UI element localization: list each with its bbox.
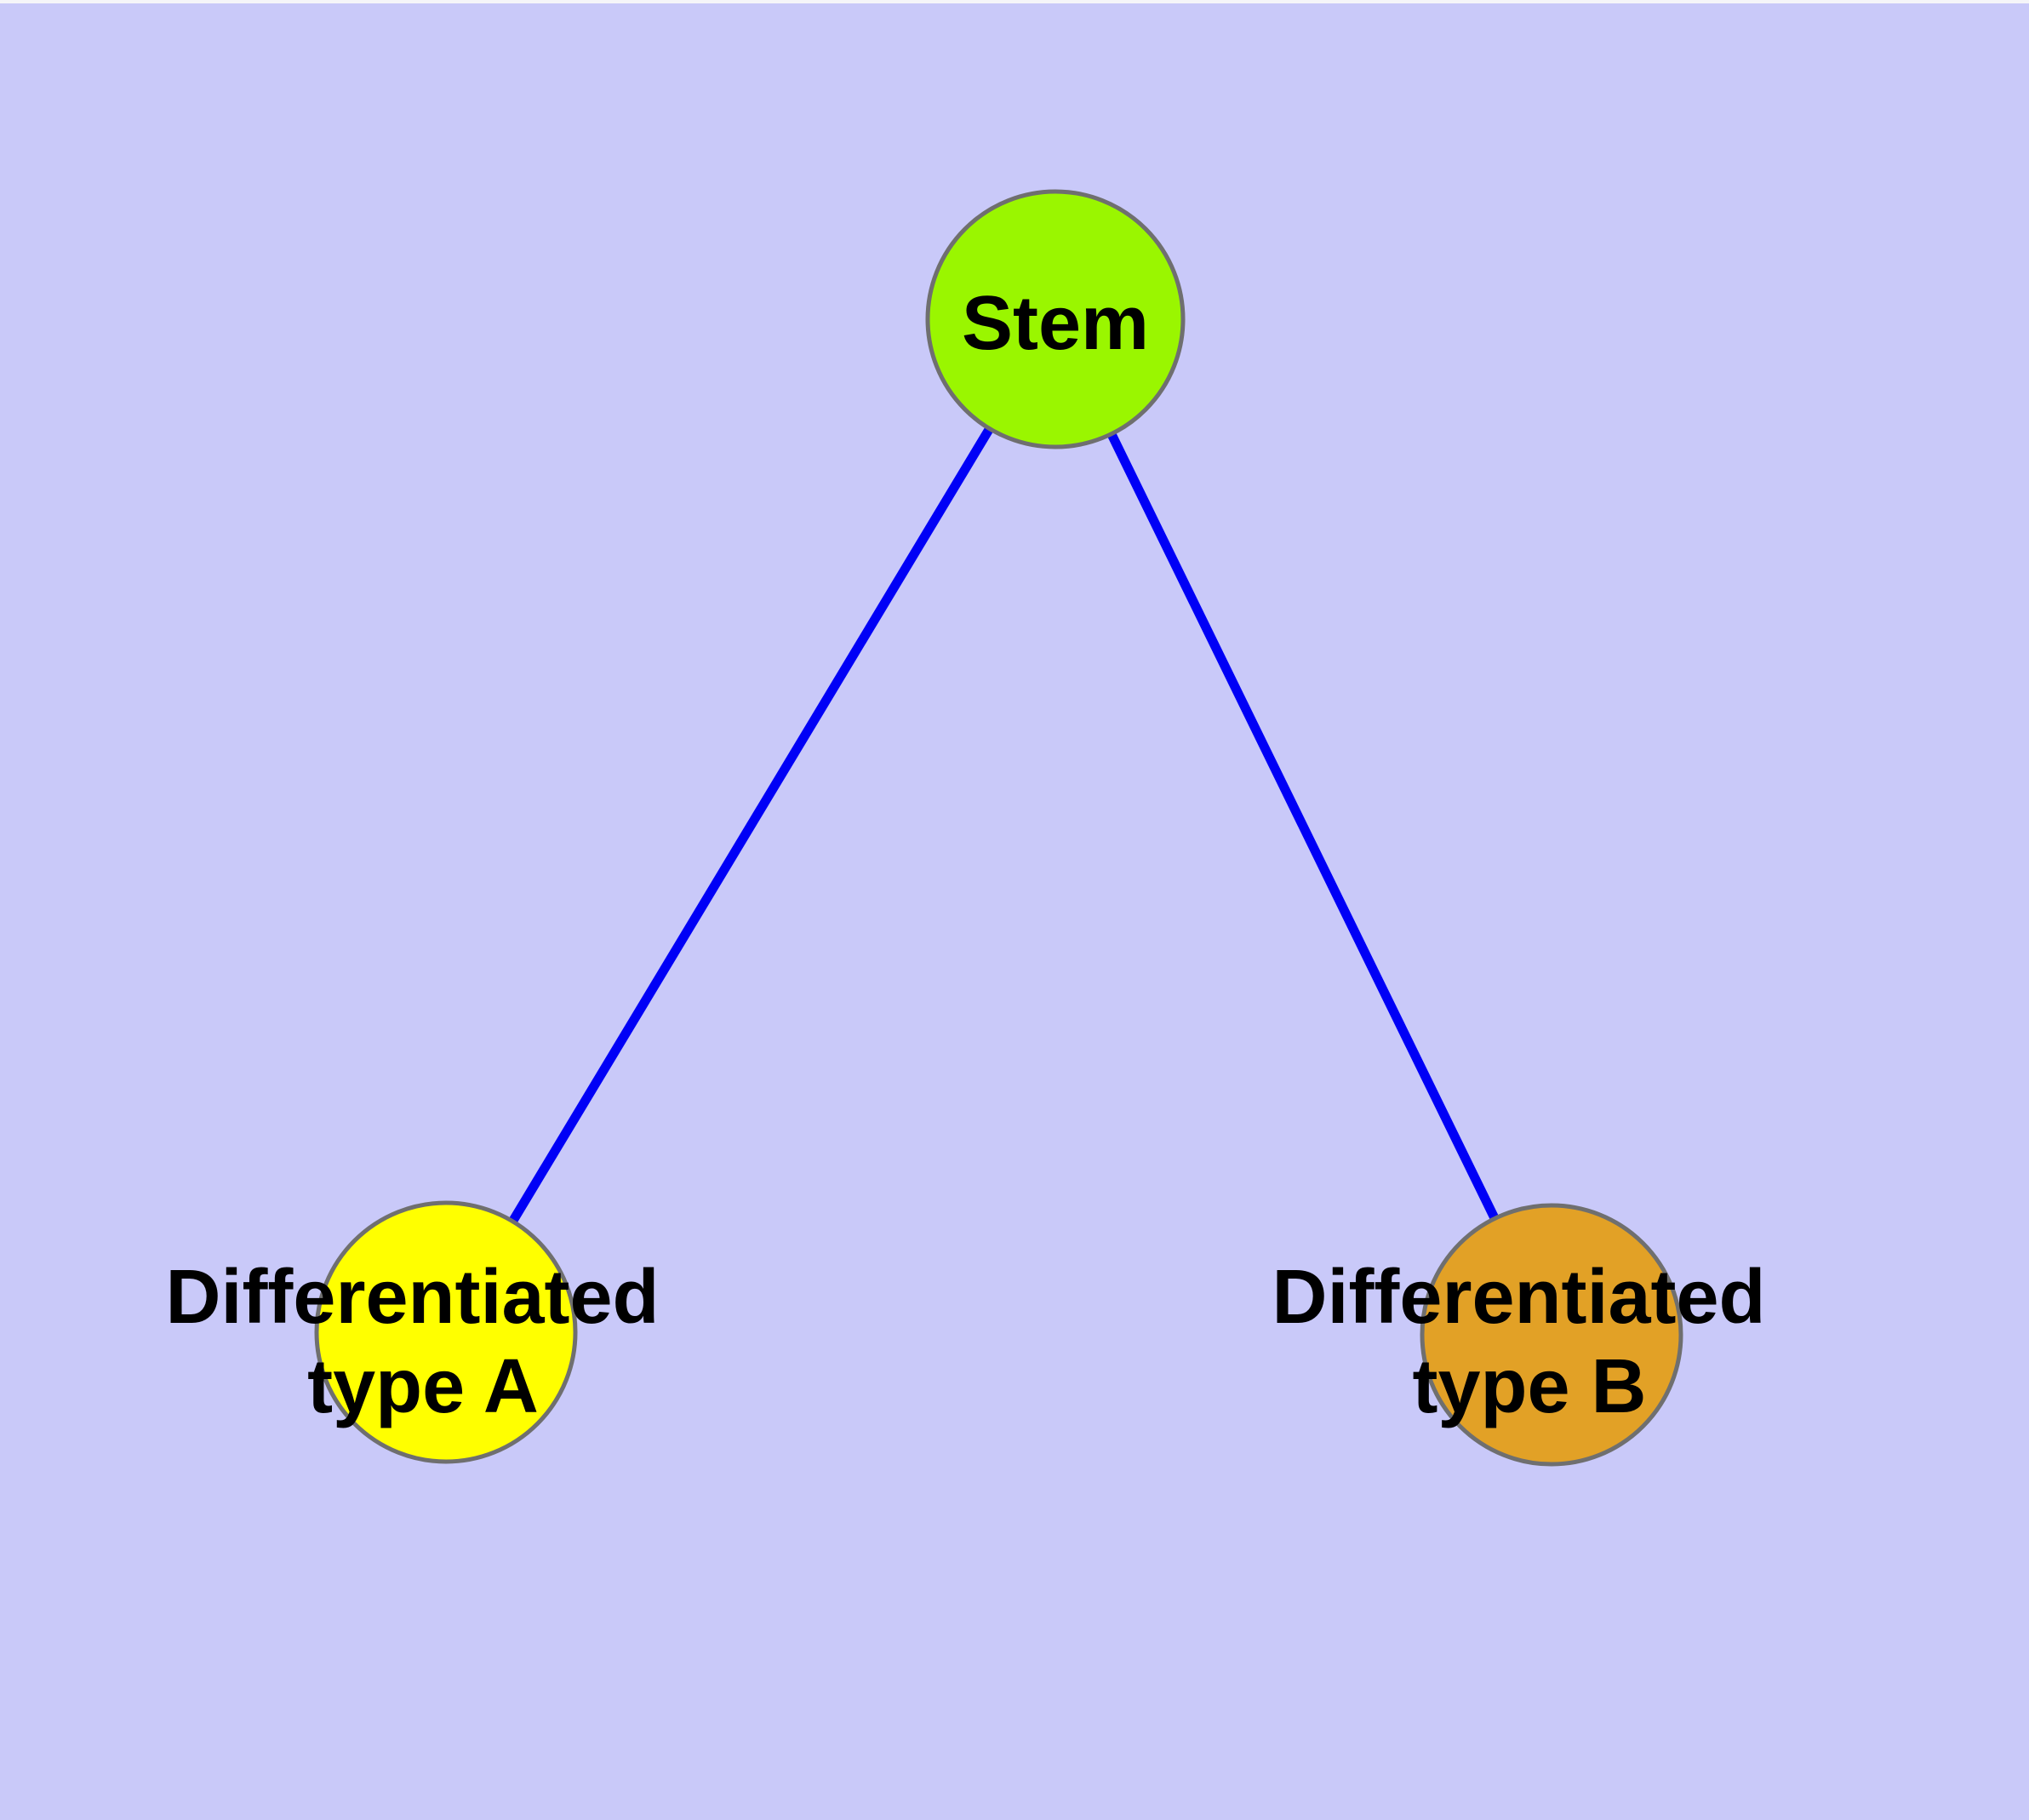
node-differentiated-type-a <box>314 1200 578 1464</box>
top-edge-highlight <box>0 0 2029 3</box>
edge-stem-to-type-a <box>442 317 1060 1335</box>
node-type-a-label: Differentiated type A <box>165 1255 680 1429</box>
node-type-b-label-line1: Differentiated <box>1272 1255 1765 1340</box>
node-stem-label: Stem <box>962 281 1149 366</box>
node-type-b-label: Differentiated type B <box>1272 1255 1786 1429</box>
node-stem <box>925 189 1186 449</box>
node-type-a-label-line2: type A <box>307 1344 539 1429</box>
node-differentiated-type-b <box>1420 1203 1683 1467</box>
node-type-b-label-line2: type B <box>1412 1344 1646 1429</box>
edge-stem-to-type-b <box>1051 317 1556 1337</box>
node-type-a-label-line1: Differentiated <box>165 1255 659 1340</box>
